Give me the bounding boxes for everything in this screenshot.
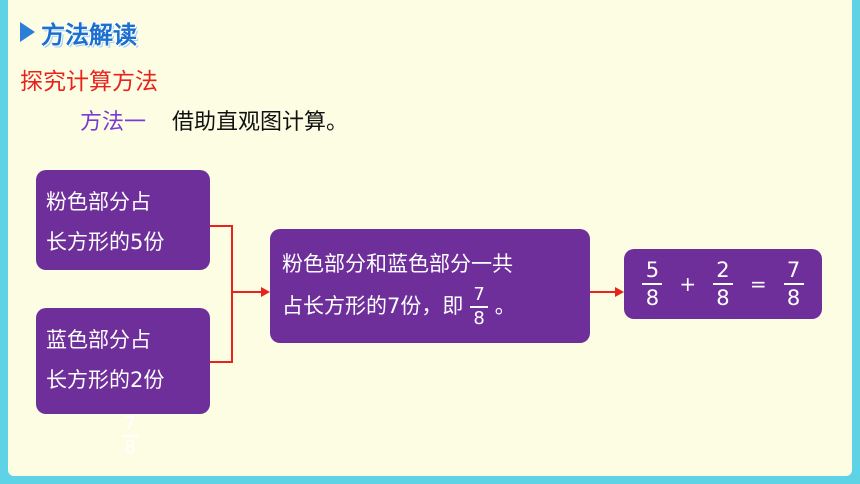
combined-line2: 占长方形的7份，即 7 8 。 [282, 285, 578, 329]
blue-part-box: 蓝色部分占 长方形的2份 [36, 308, 210, 414]
fraction-bar [470, 306, 489, 308]
stray-fraction-numerator: 7 [124, 413, 136, 434]
fraction-b-numerator: 2 [716, 258, 730, 282]
fraction-c-numerator: 7 [786, 258, 801, 282]
fraction-a: 5 8 [642, 258, 663, 310]
fraction-c: 7 8 [783, 258, 804, 310]
stray-fraction: 7 8 [122, 414, 138, 458]
method-description: 借助直观图计算。 [172, 110, 349, 135]
combined-fraction-numerator: 7 [473, 284, 485, 305]
combined-line2-prefix: 占长方形的7份，即 [282, 294, 464, 318]
method-label: 方法一 [80, 110, 147, 135]
bracket-arrows [210, 225, 624, 363]
stray-fraction-denominator: 8 [124, 437, 136, 458]
pink-box-line1: 粉色部分占 [46, 190, 151, 214]
combined-line1: 粉色部分和蓝色部分一共 [282, 252, 513, 276]
combined-fraction: 7 8 [470, 284, 489, 329]
fraction-b: 2 8 [712, 258, 733, 310]
equation-box: 5 8 + 2 8 = 7 8 [624, 249, 822, 319]
combined-fraction-denominator: 8 [473, 308, 485, 329]
blue-box-line2: 长方形的2份 [46, 368, 165, 392]
bracket-line [210, 225, 233, 363]
fraction-b-denominator: 8 [716, 286, 730, 310]
play-triangle-icon [20, 22, 35, 42]
fraction-a-denominator: 8 [645, 286, 660, 310]
method-row: 方法一 借助直观图计算。 [80, 104, 348, 136]
combined-line2-suffix: 。 [494, 294, 516, 318]
pink-box-line2: 长方形的5份 [46, 230, 165, 254]
pink-part-box: 粉色部分占 长方形的5份 [36, 170, 210, 270]
combined-box: 粉色部分和蓝色部分一共 占长方形的7份，即 7 8 。 [270, 229, 590, 343]
arrow-head-1 [261, 287, 270, 297]
slide: 方法解读 探究计算方法 方法一 借助直观图计算。 粉色部分占 长方形的5份 蓝色… [8, 0, 852, 476]
fraction-bar [783, 283, 804, 285]
plus-sign: + [679, 272, 697, 296]
blue-box-line1: 蓝色部分占 [46, 328, 151, 352]
fraction-a-numerator: 5 [645, 258, 660, 282]
fraction-bar [642, 283, 663, 285]
equals-sign: = [749, 272, 767, 296]
arrow-head-2 [615, 287, 624, 297]
fraction-c-denominator: 8 [786, 286, 801, 310]
section-header: 方法解读 [20, 14, 137, 50]
header-title: 方法解读 [41, 20, 137, 49]
fraction-bar [712, 283, 733, 285]
section-title: 探究计算方法 [20, 69, 158, 95]
fraction-bar [122, 435, 138, 437]
